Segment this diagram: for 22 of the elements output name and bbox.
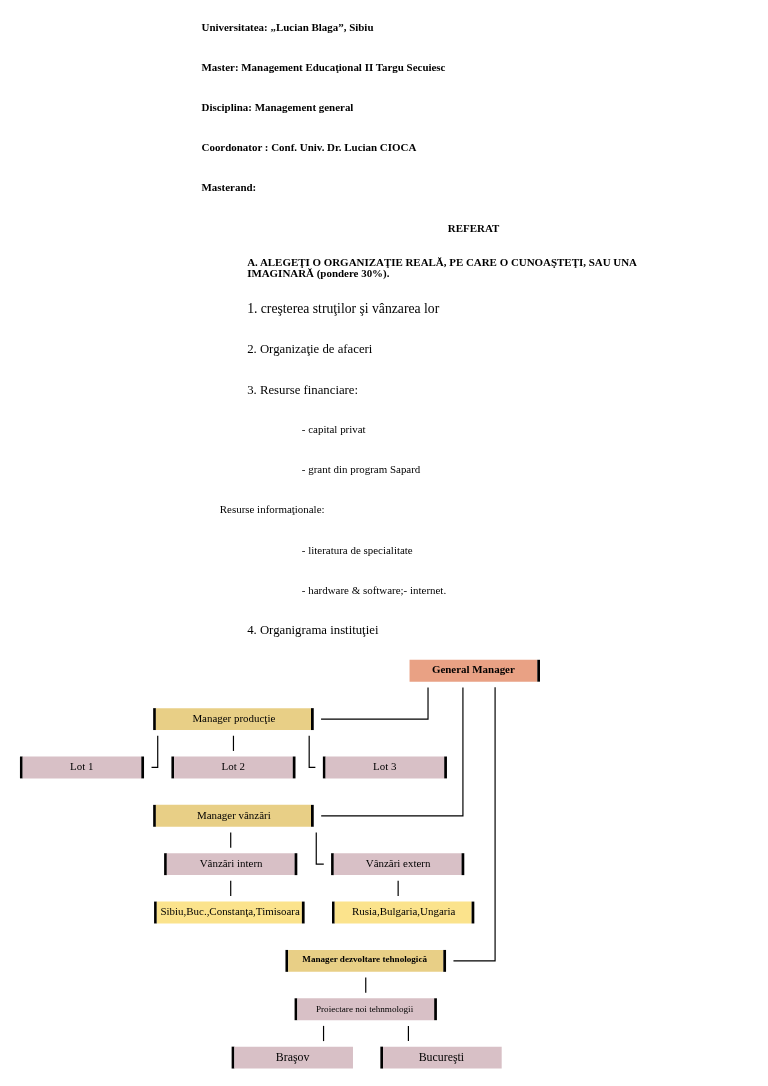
label: Universitatea: „Lucian Blaga”, Sibiu	[201, 20, 374, 33]
label: - capital privat	[301, 423, 366, 436]
label: Disciplina: Management general	[201, 101, 354, 114]
label: - hardware & software;- internet.	[301, 583, 447, 596]
label: Master: Management Educaţional II Targu Secuiesc	[201, 60, 446, 73]
label: 3. Resurse financiare:	[247, 382, 359, 397]
label: Coordonator : Conf. Univ. Dr. Lucian CIOCA	[201, 141, 417, 154]
label: - grant din program Sapard	[301, 463, 421, 476]
connector	[397, 880, 399, 897]
label: 2. Organizaţie de afaceri	[247, 342, 373, 357]
connector	[452, 686, 496, 962]
label: - literatura de specialitate	[301, 543, 413, 556]
label: 4. Organigrama instituţiei	[247, 623, 379, 638]
label: REFERAT	[447, 221, 500, 234]
label: 1. creşterea struţilor şi vânzarea lor	[247, 301, 440, 317]
label: Masterand:	[201, 181, 257, 194]
connector	[150, 735, 159, 769]
connector	[320, 686, 464, 817]
connector	[320, 686, 429, 720]
connector	[308, 735, 316, 769]
label: A. ALEGEŢI O ORGANIZAŢIE REALĂ, PE CARE O CUNOAŞTEŢI, SAU UNA IMAGINARĂ (pondere 30%).	[247, 256, 638, 280]
label: Resurse informaţionale:	[219, 503, 325, 516]
